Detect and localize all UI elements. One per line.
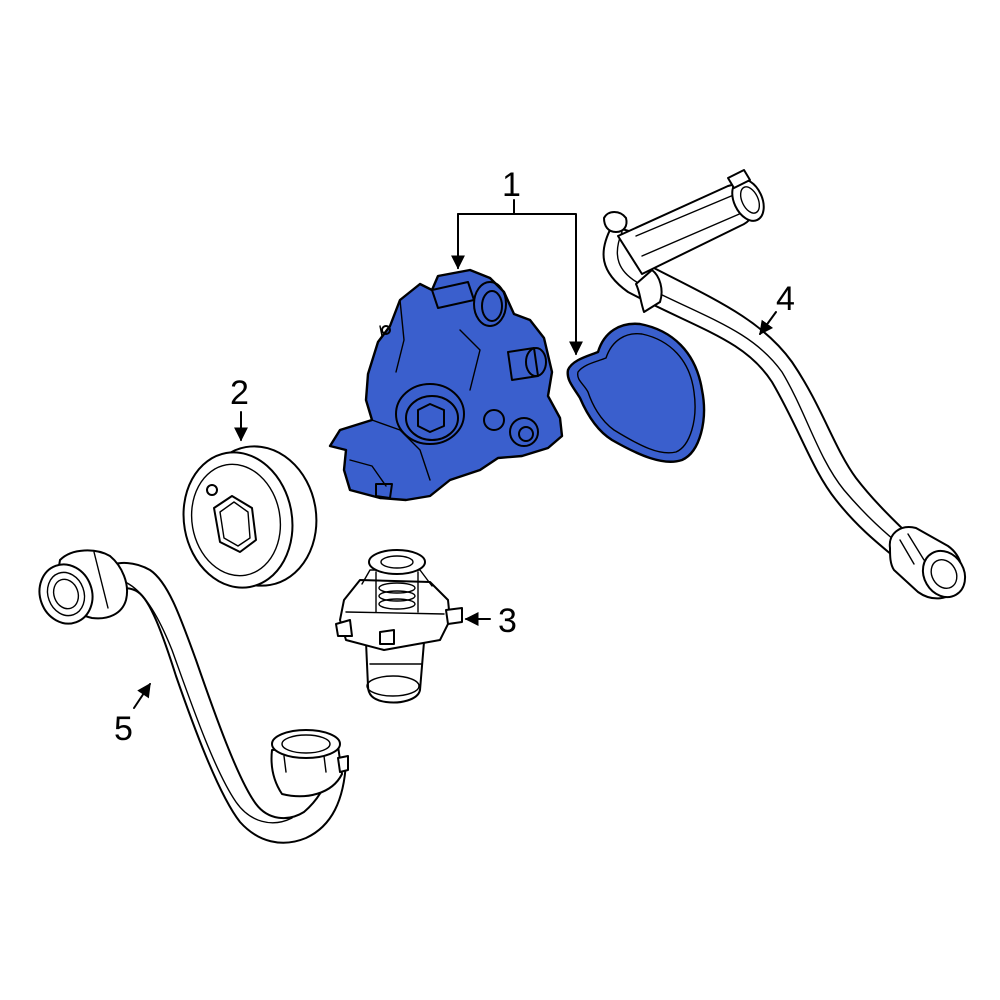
callout-1-label: 1 [502, 166, 521, 204]
callout-4[interactable]: 4 [759, 280, 795, 336]
pump-gasket-part[interactable] [566, 322, 706, 463]
gasket-shape [566, 322, 706, 463]
upper-hose-part[interactable] [602, 169, 974, 605]
callout-5-leader [133, 682, 151, 709]
lower-hose-part[interactable] [31, 549, 349, 844]
callout-3[interactable]: 3 [464, 602, 517, 640]
callout-1[interactable]: 1 [451, 166, 576, 354]
callout-5[interactable]: 5 [114, 682, 151, 748]
callout-4-label: 4 [776, 280, 795, 318]
callout-5-label: 5 [114, 710, 133, 748]
pulley-part[interactable] [173, 437, 327, 596]
thermostat-part[interactable] [335, 549, 463, 704]
callout-2-label: 2 [230, 374, 249, 412]
callout-2[interactable]: 2 [230, 374, 249, 442]
callout-3-label: 3 [498, 602, 517, 640]
water-pump-housing-part[interactable] [328, 268, 564, 502]
pump-housing-body [328, 268, 564, 502]
callout-4-leader [759, 311, 777, 336]
callout-1-leader [457, 199, 576, 354]
